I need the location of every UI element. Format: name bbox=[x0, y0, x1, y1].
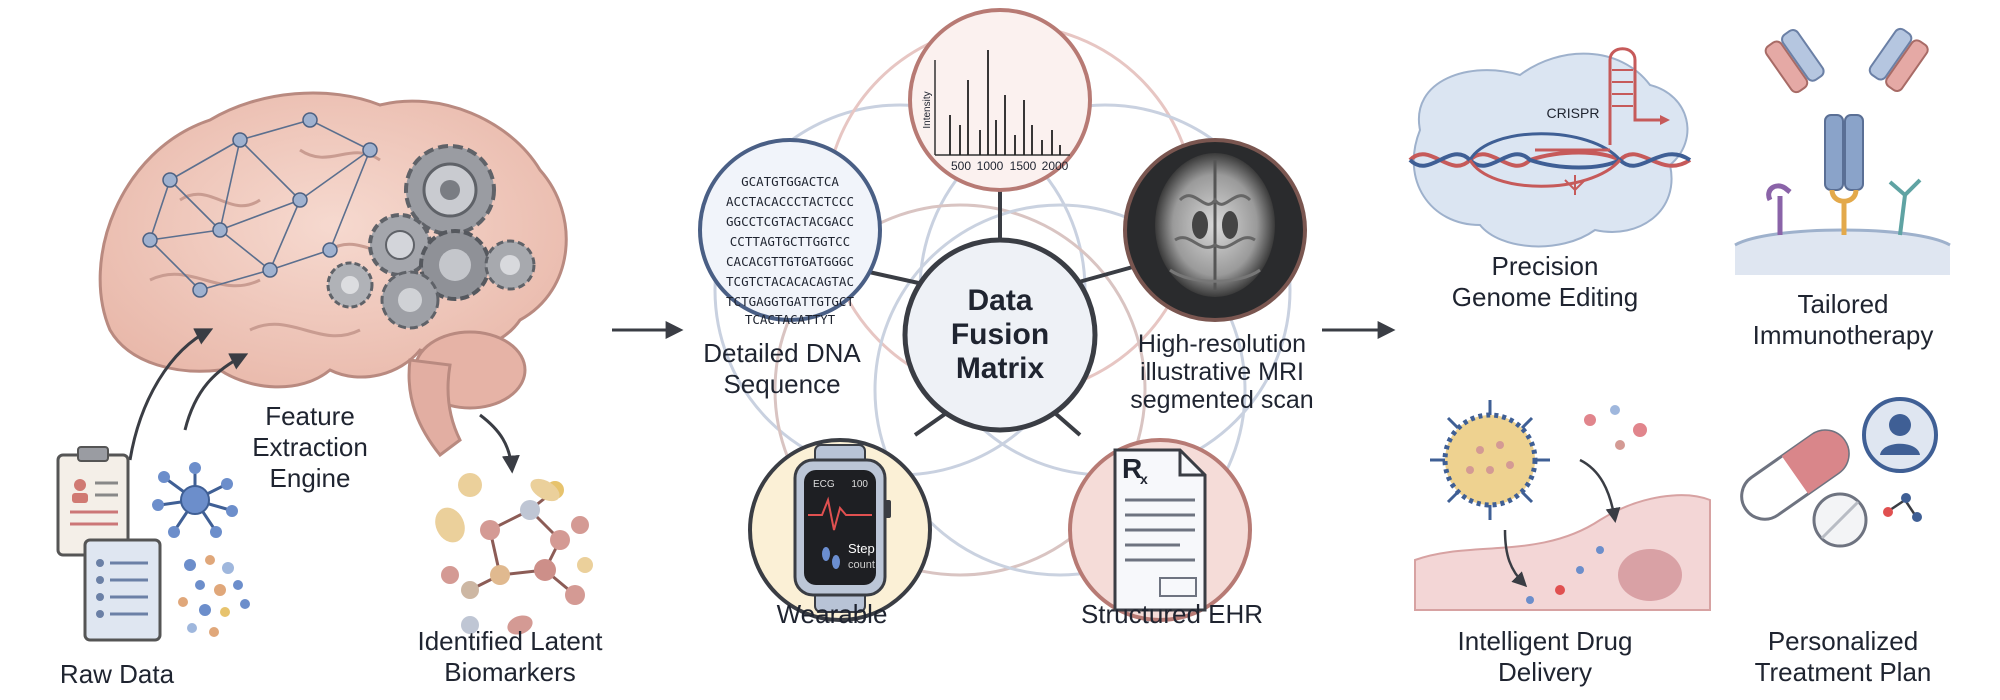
drug-delivery-illustration bbox=[1414, 400, 1711, 611]
genome-label-2: Genome Editing bbox=[1452, 282, 1638, 312]
crispr-illustration: CRISPR bbox=[1408, 47, 1692, 248]
mass-spectrum-node: Intensity 500 1000 1500 2000 bbox=[908, 8, 1092, 192]
immuno-label-1: Tailored bbox=[1797, 289, 1888, 319]
fusion-label-3: Matrix bbox=[956, 352, 1045, 385]
spectrum-ylabel: Intensity bbox=[922, 91, 933, 128]
wearable-label: Wearable bbox=[777, 599, 888, 629]
dna-line-3: GGCCTCGTACTACGACC bbox=[726, 214, 854, 229]
plan-label-2: Treatment Plan bbox=[1755, 657, 1932, 687]
feature-engine-label-3: Engine bbox=[270, 463, 351, 493]
gears-icon bbox=[326, 144, 536, 330]
mri-label-1: High-resolution bbox=[1138, 330, 1306, 358]
wearable-node: ECG 100 Step count bbox=[748, 438, 932, 622]
dna-line-4: CCTTAGTGCTTGGTCC bbox=[730, 234, 850, 249]
fusion-matrix-hub: Data Fusion Matrix bbox=[902, 237, 1098, 433]
rx-symbol-sub: x bbox=[1140, 471, 1148, 487]
antibody-illustration bbox=[1734, 27, 1951, 275]
spectrum-tick-2: 1000 bbox=[977, 159, 1004, 173]
raw-data-label: Raw Data bbox=[60, 659, 175, 689]
dna-line-1: GCATGTGGACTCA bbox=[741, 174, 839, 189]
fusion-label-1: Data bbox=[967, 284, 1032, 317]
feature-engine-label-2: Extraction bbox=[252, 432, 368, 462]
dna-line-6: TCGTCTACACACAGTAC bbox=[726, 274, 854, 289]
feature-engine-label-1: Feature bbox=[265, 401, 355, 431]
ecg-trace-icon bbox=[808, 496, 872, 531]
ehr-node: R x bbox=[1068, 438, 1252, 622]
arrow-raw-to-engine-2 bbox=[183, 353, 249, 431]
arrow-raw-to-engine-1 bbox=[128, 328, 214, 461]
mri-scan-node bbox=[1123, 138, 1307, 322]
watch-ecg-text: ECG bbox=[813, 479, 835, 490]
dna-line-7: TCTGAGGTGATTGTGCT bbox=[726, 294, 854, 309]
dna-label-2: Sequence bbox=[723, 369, 840, 399]
plan-label-1: Personalized bbox=[1768, 626, 1918, 656]
ehr-label: Structured EHR bbox=[1081, 599, 1263, 629]
immuno-label-2: Immunotherapy bbox=[1753, 320, 1934, 350]
dna-line-8: TCACTACATTYT bbox=[745, 312, 836, 327]
drug-label-2: Delivery bbox=[1498, 657, 1592, 687]
arrow-engine-to-biomarkers bbox=[479, 413, 520, 474]
watch-step-text-1: Step bbox=[848, 541, 875, 556]
treatment-plan-illustration bbox=[1740, 397, 1938, 548]
fusion-label-2: Fusion bbox=[951, 318, 1049, 351]
biomarkers-label-1: Identified Latent bbox=[417, 626, 603, 656]
watch-value-text: 100 bbox=[851, 479, 868, 490]
biomarker-cluster-icon bbox=[435, 473, 593, 635]
dna-line-2: ACCTACACCCTACTCCC bbox=[726, 194, 854, 209]
rx-symbol: R bbox=[1122, 453, 1142, 484]
scattered-dots-icon bbox=[178, 555, 250, 637]
crispr-text: CRISPR bbox=[1547, 105, 1600, 121]
mri-label-2: illustrative MRI bbox=[1140, 358, 1304, 386]
drug-label-1: Intelligent Drug bbox=[1458, 626, 1633, 656]
genome-label-1: Precision bbox=[1492, 251, 1599, 281]
dna-line-5: CACACGTTGTGATGGGC bbox=[726, 254, 854, 269]
brain-illustration bbox=[98, 91, 568, 458]
watch-step-text-2: count bbox=[848, 559, 875, 571]
spectrum-tick-4: 2000 bbox=[1042, 159, 1069, 173]
document-icon bbox=[83, 538, 162, 642]
dna-label-1: Detailed DNA bbox=[703, 338, 861, 368]
spectrum-tick-1: 500 bbox=[951, 159, 971, 173]
footprint-icon bbox=[822, 547, 830, 561]
mri-label-3: segmented scan bbox=[1130, 386, 1313, 414]
dna-sequence-node: GCATGTGGACTCA ACCTACACCCTACTCCC GGCCTCGT… bbox=[698, 138, 882, 327]
neural-network-icon bbox=[149, 119, 371, 291]
biomarkers-label-2: Biomarkers bbox=[444, 657, 575, 687]
molecule-network-icon bbox=[152, 462, 238, 538]
spectrum-tick-3: 1500 bbox=[1010, 159, 1037, 173]
